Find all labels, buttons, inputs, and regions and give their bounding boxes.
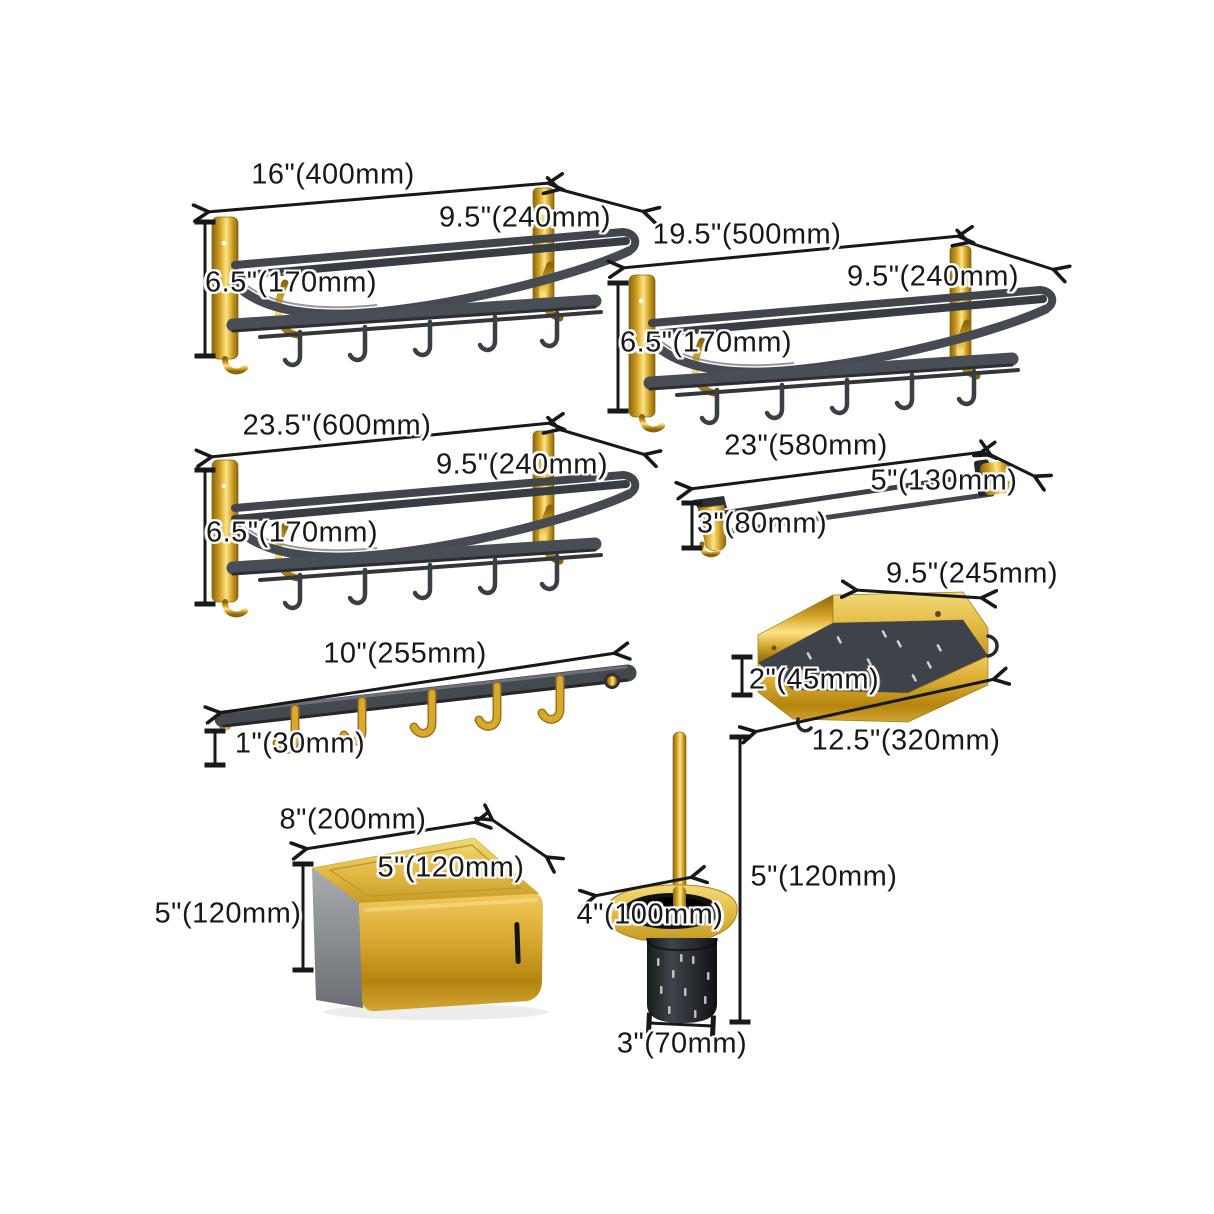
dim-line-shelf-back (855, 590, 983, 598)
dim-line-rack-large-width (210, 423, 551, 457)
dim-line-towel-bar-width (690, 452, 983, 489)
dim-line-rack-small-depth (558, 189, 645, 212)
towel-rack-medium-illustration (629, 246, 1052, 429)
dim-line-rack-medium-width (622, 236, 960, 268)
dim-line-rack-medium-depth (967, 242, 1055, 270)
dim-line-rack-large-depth (558, 429, 646, 455)
dim-line-rack-small-width (207, 183, 550, 212)
dim-line-brush-holder-width (594, 877, 693, 896)
dim-line-box-width (305, 822, 477, 849)
towel-rack-small-illustration (212, 188, 635, 371)
hook-rail-illustration (214, 664, 637, 754)
towel-rack-large-illustration (212, 431, 635, 614)
double-towel-bar-illustration (693, 459, 1014, 558)
dim-line-box-depth (491, 819, 548, 858)
dim-line-towel-bar-depth (989, 454, 1036, 477)
dim-line-shelf-front (754, 679, 995, 732)
toilet-brush-illustration (604, 731, 738, 1023)
corner-shelf-illustration (757, 591, 999, 733)
paper-holder-illustration (311, 837, 548, 1020)
dim-line-brush-cup (645, 1012, 717, 1037)
dimension-lines (205, 183, 1055, 1037)
dim-line-rail-width (219, 653, 616, 713)
